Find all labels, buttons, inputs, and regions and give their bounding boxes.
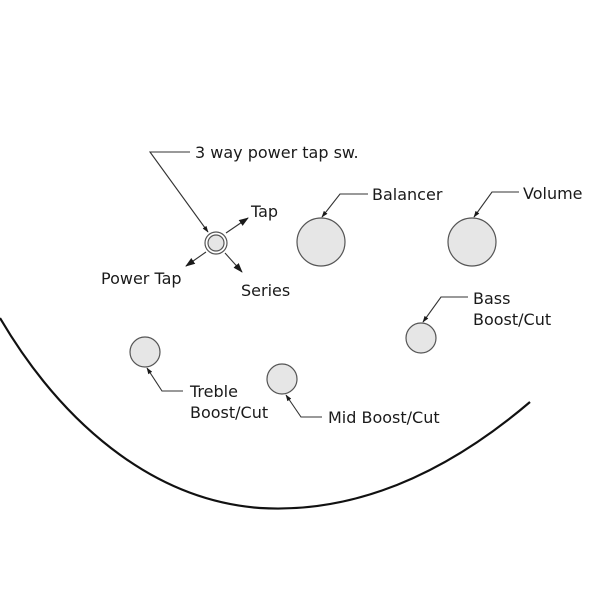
tap-arrow-icon — [225, 217, 249, 234]
balancer-leader-line — [321, 193, 368, 218]
mid-knob-icon — [266, 363, 298, 395]
bass-knob-icon — [405, 322, 437, 354]
switch-leader-line — [148, 151, 209, 233]
power-tap-label: Power Tap — [101, 269, 182, 288]
tap-label: Tap — [250, 202, 278, 221]
balancer-knob-icon — [296, 217, 346, 267]
series-arrow-icon — [224, 252, 243, 273]
switch-label: 3 way power tap sw. — [195, 143, 359, 162]
treble-leader-line — [146, 367, 183, 392]
balancer-label: Balancer — [372, 185, 443, 204]
guitar-body-outline — [0, 317, 531, 510]
treble-knob-icon — [129, 336, 161, 368]
bass-label-line1: Bass — [473, 289, 510, 308]
treble-label-line1: Treble — [189, 382, 238, 401]
volume-label: Volume — [523, 184, 583, 203]
series-label: Series — [241, 281, 290, 300]
power-tap-arrow-icon — [185, 251, 207, 267]
3-way-toggle-switch-icon — [204, 231, 228, 255]
volume-knob-icon — [447, 217, 497, 267]
mid-leader-line — [285, 394, 322, 418]
bass-leader-line — [422, 296, 468, 323]
volume-leader-line — [473, 191, 519, 218]
treble-label-line2: Boost/Cut — [190, 403, 268, 422]
mid-label: Mid Boost/Cut — [328, 408, 440, 427]
bass-label-line2: Boost/Cut — [473, 310, 551, 329]
